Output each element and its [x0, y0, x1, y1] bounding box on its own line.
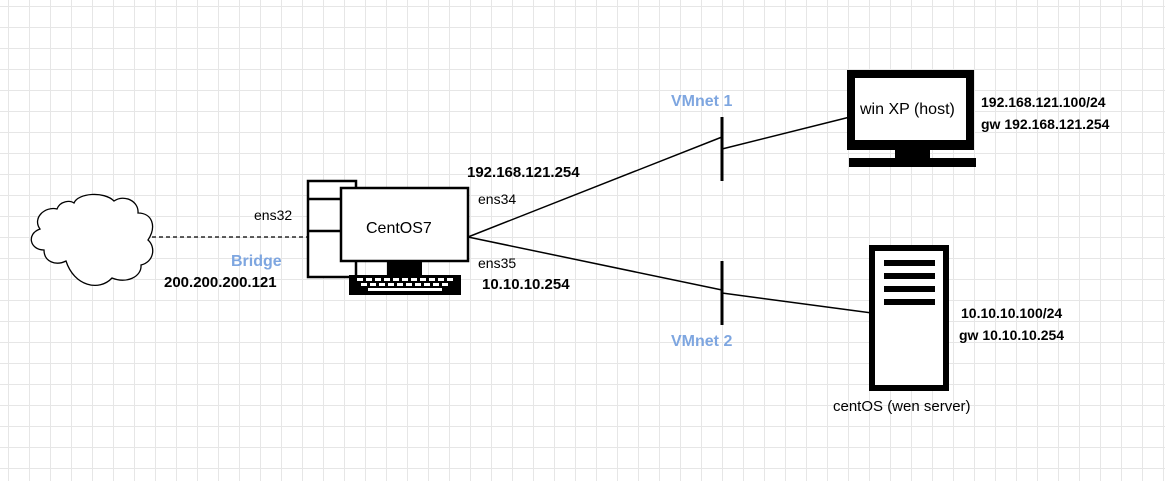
- host-name: win XP (host): [860, 101, 955, 118]
- desktop-pc-icon: [306, 179, 470, 295]
- vmnet2-link-router: [467, 236, 723, 291]
- vmnet2-link-server: [721, 292, 873, 314]
- router-name: CentOS7: [366, 220, 432, 237]
- network-bridge-label: Bridge: [231, 253, 282, 270]
- vmnet1-router-ip: 192.168.121.254: [467, 164, 580, 181]
- monitor-icon: [847, 70, 976, 167]
- interface-ens34: ens34: [478, 191, 517, 207]
- bridge-ip: 200.200.200.121: [164, 274, 277, 291]
- network-vmnet1-label: VMnet 1: [671, 93, 733, 110]
- vmnet2-router-ip: 10.10.10.254: [482, 276, 570, 293]
- interface-ens32: ens32: [254, 207, 293, 223]
- host-ip: 192.168.121.100/24: [981, 94, 1106, 110]
- web-server-name: centOS (wen server): [833, 398, 971, 415]
- server-ip: 10.10.10.100/24: [961, 305, 1063, 321]
- network-vmnet2-label: VMnet 2: [671, 333, 733, 350]
- host-gateway: gw 192.168.121.254: [981, 116, 1110, 132]
- cloud-icon: [30, 193, 154, 287]
- server-icon: [869, 245, 949, 391]
- vmnet1-link-host: [721, 116, 851, 150]
- vmnet1-link-router: [467, 136, 723, 238]
- interface-ens35: ens35: [478, 255, 517, 271]
- server-gateway: gw 10.10.10.254: [959, 327, 1065, 343]
